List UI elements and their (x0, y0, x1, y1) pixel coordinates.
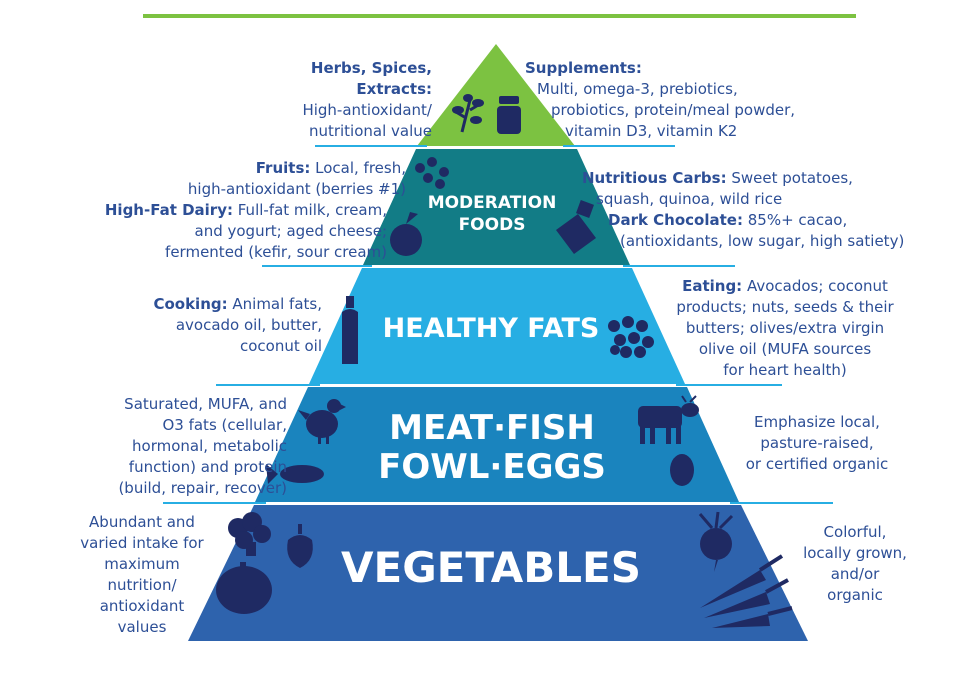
supplements-title: Supplements: (525, 59, 642, 77)
pepper-icon (287, 524, 313, 568)
veg-left-body-3: maximum (104, 555, 180, 573)
herbs-title-1: Herbs, Spices, (310, 59, 432, 77)
cooking-body-1: Animal fats, (227, 295, 322, 313)
broccoli-icon (228, 512, 271, 556)
protein-left-body-4: function) and protein (128, 458, 287, 476)
herbs-body-2: nutritional value (308, 122, 432, 140)
oil-bottle-icon (342, 296, 358, 364)
veg-left-body-6: values (117, 618, 167, 636)
eating-body-1: Avocados; coconut (742, 277, 888, 295)
supplements-body-3: vitamin D3, vitamin K2 (565, 122, 738, 140)
pumpkin-icon (216, 562, 272, 614)
eating-body-5: for heart health) (723, 361, 847, 379)
herbs-icon (452, 94, 484, 133)
eating-body-4: olive oil (MUFA sources (698, 340, 872, 358)
protein-right-body-3: or certified organic (745, 455, 889, 473)
beet-icon (698, 511, 734, 572)
top-rule (143, 14, 856, 18)
veg-right-note: Colorful, locally grown, and/or organic (770, 522, 940, 606)
carrots-icon (700, 554, 793, 628)
eating-body-2: products; nuts, seeds & their (676, 298, 894, 316)
eating-title: Eating: (682, 277, 743, 295)
protein-label-line1: MEAT·FISH (389, 408, 595, 448)
carbs-note: Nutritious Carbs: Sweet potatoes, squash… (582, 168, 902, 210)
separator-rules (163, 145, 833, 504)
veg-left-body-2: varied intake for (80, 534, 204, 552)
herbs-title-2: Extracts: (356, 80, 432, 98)
cooking-body-3: coconut oil (239, 337, 322, 355)
cooking-title: Cooking: (153, 295, 228, 313)
protein-left-body-5: (build, repair, recover) (118, 479, 287, 497)
tier-vegetables (188, 505, 808, 641)
dairy-title: High-Fat Dairy: (104, 201, 233, 219)
eating-note: Eating: Avocados; coconut products; nuts… (640, 276, 930, 381)
supplements-body-2: probiotics, protein/meal powder, (551, 101, 796, 119)
veg-left-body-4: nutrition/ (107, 576, 177, 594)
protein-right-body-1: Emphasize local, (754, 413, 880, 431)
herbs-note: Herbs, Spices, Extracts: High-antioxidan… (232, 58, 432, 142)
tier-top (417, 44, 575, 146)
supplement-jar-icon (497, 96, 521, 134)
protein-left-note: Saturated, MUFA, and O3 fats (cellular, … (37, 394, 287, 499)
veg-right-body-4: organic (827, 586, 883, 604)
tier-protein (255, 387, 739, 502)
protein-left-body-1: Saturated, MUFA, and (124, 395, 287, 413)
dairy-body-1: Full-fat milk, cream, (232, 201, 387, 219)
fish-icon (266, 464, 324, 484)
herbs-body-1: High-antioxidant/ (302, 101, 432, 119)
veg-right-body-1: Colorful, (823, 523, 887, 541)
protein-label-line2: FOWL·EGGS (378, 447, 606, 487)
dairy-body-2: and yogurt; aged cheese; (194, 222, 387, 240)
veg-left-note: Abundant and varied intake for maximum n… (52, 512, 232, 638)
vegetables-label: VEGETABLES (341, 543, 641, 592)
protein-left-body-3: hormonal, metabolic (132, 437, 287, 455)
berries-icon (415, 157, 449, 189)
carbs-body-1: Sweet potatoes, (726, 169, 853, 187)
cooking-note: Cooking: Animal fats, avocado oil, butte… (62, 294, 322, 357)
veg-right-body-2: locally grown, (803, 544, 907, 562)
fruits-body-2: high-antioxidant (berries #1) (187, 180, 406, 198)
healthy-fats-label: HEALTHY FATS (383, 313, 600, 344)
chicken-icon (298, 399, 346, 444)
eating-body-3: butters; olives/extra virgin (685, 319, 885, 337)
supplements-body-1: Multi, omega-3, prebiotics, (537, 80, 738, 98)
carbs-title: Nutritious Carbs: (582, 169, 727, 187)
egg-icon (670, 454, 694, 486)
tier-healthy-fats (309, 268, 685, 384)
veg-left-body-1: Abundant and (89, 513, 195, 531)
chocolate-body-1: 85%+ cacao, (742, 211, 848, 229)
fruits-title: Fruits: (255, 159, 311, 177)
fruits-body-1: Local, fresh, (310, 159, 406, 177)
protein-left-body-2: O3 fats (cellular, (162, 416, 287, 434)
moderation-label-line2: FOODS (459, 215, 526, 235)
moderation-label-line1: MODERATION (428, 193, 557, 213)
cooking-body-2: avocado oil, butter, (175, 316, 322, 334)
carbs-body-2: squash, quinoa, wild rice (596, 190, 783, 208)
veg-left-body-5: antioxidant (99, 597, 185, 615)
veg-right-body-3: and/or (830, 565, 880, 583)
chocolate-note: Dark Chocolate: 85%+ cacao, (antioxidant… (608, 210, 968, 252)
cow-icon (638, 395, 699, 444)
chocolate-icon (556, 200, 596, 254)
dairy-body-3: fermented (kefir, sour cream) (165, 243, 387, 261)
apple-icon (390, 212, 422, 256)
fruits-note: Fruits: Local, fresh, high-antioxidant (… (76, 158, 406, 200)
chocolate-body-2: (antioxidants, low sugar, high satiety) (620, 232, 905, 250)
supplements-note: Supplements: Multi, omega-3, prebiotics,… (525, 58, 845, 142)
blueberries-icon (608, 316, 654, 358)
protein-right-body-2: pasture-raised, (760, 434, 874, 452)
dairy-note: High-Fat Dairy: Full-fat milk, cream, an… (57, 200, 387, 263)
protein-right-note: Emphasize local, pasture-raised, or cert… (712, 412, 922, 475)
chocolate-title: Dark Chocolate: (608, 211, 743, 229)
